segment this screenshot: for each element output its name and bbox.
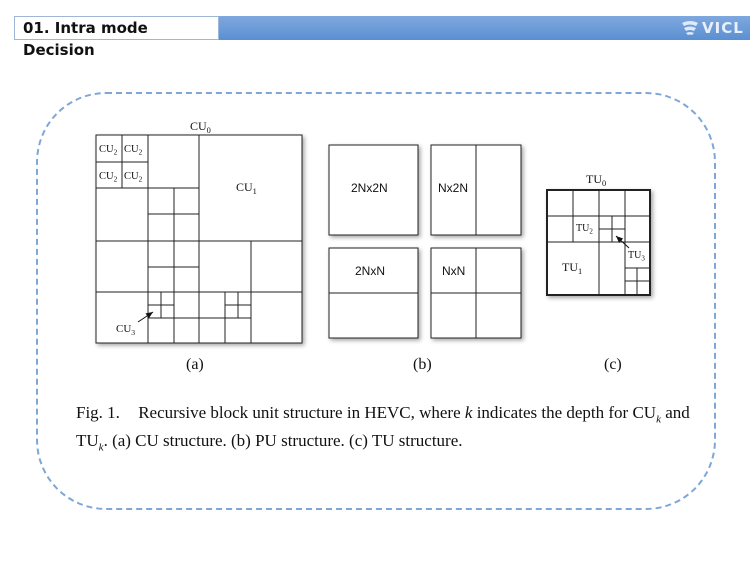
subfig-label-a: (a) bbox=[186, 356, 204, 373]
caption-text-2: indicates the depth for bbox=[476, 403, 629, 422]
tu2-label: TU2 bbox=[576, 223, 593, 236]
cu-structure bbox=[95, 134, 303, 344]
tu3-arrow bbox=[615, 235, 630, 249]
caption-cu: CU bbox=[632, 403, 657, 422]
cu3-arrow bbox=[137, 311, 154, 323]
header-bar bbox=[219, 16, 750, 40]
caption-fig-number: Fig. 1. bbox=[76, 403, 120, 422]
tu3-label: TU3 bbox=[628, 250, 645, 263]
pu-2nx2n-label: 2Nx2N bbox=[351, 181, 388, 195]
figure-caption: Fig. 1. Recursive block unit structure i… bbox=[76, 402, 706, 459]
caption-text-1: Recursive block unit structure in HEVC, … bbox=[138, 403, 461, 422]
subfig-label-c: (c) bbox=[604, 356, 622, 373]
pu-structure bbox=[328, 144, 522, 339]
tu-structure bbox=[546, 189, 651, 296]
logo-text: VICL bbox=[702, 19, 744, 37]
cu2-label: CU2 bbox=[99, 144, 118, 157]
section-title: 01. Intra mode Decision bbox=[14, 16, 219, 59]
caption-rest: . (a) CU structure. (b) PU structure. (c… bbox=[103, 431, 463, 451]
tu1-label: TU1 bbox=[562, 260, 582, 276]
figure-frame bbox=[36, 92, 716, 510]
cu0-label: CU0 bbox=[190, 119, 211, 135]
logo-mark-icon bbox=[682, 21, 698, 35]
caption-tu-k: k bbox=[98, 441, 104, 454]
cu3-label: CU3 bbox=[116, 323, 135, 337]
pu-nxn-label: NxN bbox=[442, 264, 465, 278]
caption-k: k bbox=[464, 403, 473, 422]
tu0-label: TU0 bbox=[586, 172, 606, 188]
vicl-logo: VICL bbox=[680, 17, 744, 39]
cu2-label: CU2 bbox=[99, 171, 118, 184]
caption-cu-k: k bbox=[656, 413, 661, 426]
cu2-label: CU2 bbox=[124, 171, 143, 184]
subfig-label-b: (b) bbox=[413, 356, 432, 373]
cu1-label: CU1 bbox=[236, 180, 257, 196]
caption-and: and bbox=[665, 403, 690, 422]
caption-tu: TU bbox=[76, 431, 99, 451]
cu2-label: CU2 bbox=[124, 144, 143, 157]
pu-nx2n-label: Nx2N bbox=[438, 181, 468, 195]
pu-2nxn-label: 2NxN bbox=[355, 264, 385, 278]
pu-2nx2n-block bbox=[328, 144, 419, 236]
